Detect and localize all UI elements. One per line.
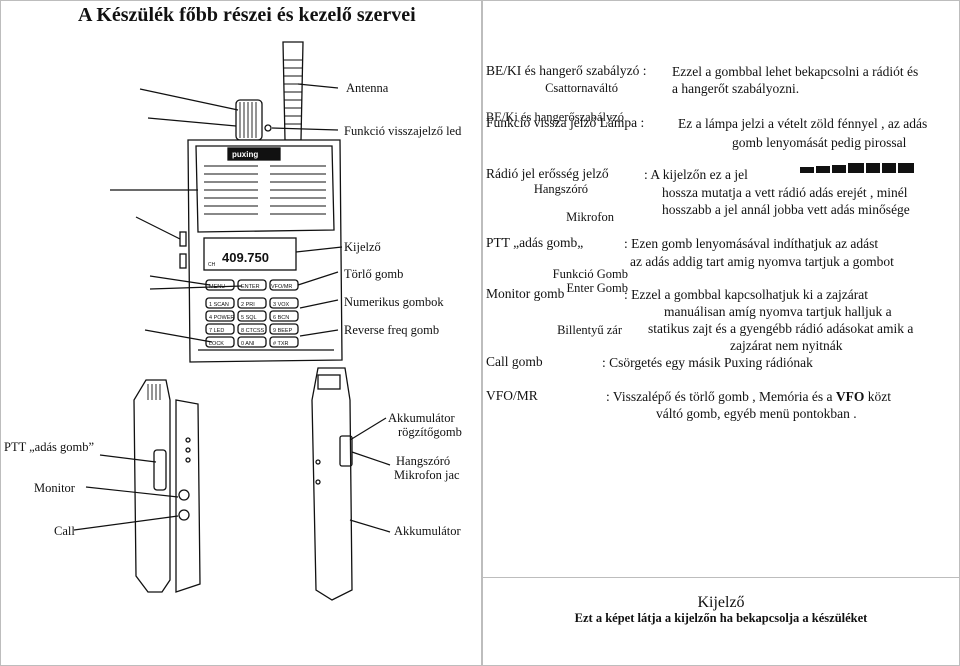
- desc-monitor-text-2: manuálisan amíg nyomva tartjuk halljuk a: [664, 304, 892, 319]
- label-function-led: Funkció visszajelző led: [344, 124, 462, 138]
- desc-vfo-bold: VFO: [835, 389, 865, 404]
- keypad-key-label: 3 VOX: [273, 302, 290, 308]
- keypad-key: [237, 336, 267, 348]
- desc-monitor-term: Monitor gomb: [486, 286, 565, 301]
- label-channel-selector: Csattornaváltó: [545, 81, 618, 95]
- keypad-key: [269, 336, 299, 348]
- keypad-key: [269, 323, 299, 335]
- key-vfo-label: VFO/MR: [271, 284, 292, 290]
- keypad-key-label: LOCK: [209, 341, 224, 347]
- desc-signal-text-2: hossza mutatja a vett rádió adás erejét …: [662, 185, 908, 200]
- label-jack-2: Mikrofon jac: [394, 468, 460, 482]
- desc-power-text-2: a hangerőt szabályozni.: [672, 81, 800, 96]
- keypad-key: [205, 310, 235, 322]
- brand-text: puxing: [232, 150, 258, 159]
- keypad-key-label: 0 ANI: [241, 341, 255, 347]
- desc-monitor-text-4: zajzárat nem nyitnák: [730, 338, 843, 353]
- footer-title: Kijelző: [697, 594, 745, 611]
- desc-power-term: BE/KI és hangerő szabályzó :: [486, 63, 647, 78]
- keypad-key: [205, 323, 235, 335]
- desc-vfo-text-1: : Visszalépő és törlő gomb , Memória és …: [606, 388, 891, 405]
- keypad-key-label: 7 LED: [209, 328, 224, 334]
- lcd-frequency: 409.750: [222, 250, 269, 265]
- keypad-key: [269, 310, 299, 322]
- desc-signal-text-1: : A kijelzőn ez a jel: [644, 167, 748, 182]
- radio-illustration: puxing 409.750 CH MENU ENTER VFO/MR 1 SC…: [73, 41, 391, 601]
- desc-vfo-text-2: váltó gomb, egyéb menü pontokban .: [656, 406, 857, 421]
- label-keylock: Billentyű zár: [557, 323, 622, 337]
- page-title: A Készülék főbb részei és kezelő szervei: [78, 4, 416, 26]
- keypad-key-label: 4 POWER: [209, 315, 234, 321]
- key-enter-label: ENTER: [241, 284, 260, 290]
- desc-ptt-text-2: az adás addig tart amig nyomva tartjuk a…: [630, 254, 894, 269]
- label-battery: Akkumulátor: [394, 524, 461, 538]
- desc-monitor-text-1: : Ezzel a gombbal kapcsolhatjuk ki a zaj…: [624, 287, 869, 302]
- label-power-volume: BE/Ki és hangerőszabályzó: [485, 110, 624, 124]
- keypad-key: [269, 297, 299, 309]
- label-antenna: Antenna: [346, 81, 389, 95]
- desc-ptt-term: PTT „adás gomb„: [486, 235, 584, 250]
- keypad-key-label: 5 SQL: [241, 315, 257, 321]
- label-speaker: Hangszóró: [533, 182, 588, 196]
- desc-call-term: Call gomb: [486, 354, 543, 369]
- label-function-button: Funkció Gomb: [552, 267, 628, 281]
- keypad-key: [237, 310, 267, 322]
- label-battery-lock-2: rögzítőgomb: [398, 425, 462, 439]
- label-numeric-buttons: Numerikus gombok: [344, 295, 444, 309]
- signal-strength-icon: [800, 163, 914, 173]
- desc-signal-text-3: hosszabb a jel annál jobba vett adás min…: [662, 202, 910, 217]
- keypad-key: [237, 323, 267, 335]
- label-call: Call: [54, 524, 75, 538]
- desc-lamp-text-2: gomb lenyomását pedig pirossal: [732, 135, 907, 150]
- keypad-key-label: 8 CTCSS: [241, 328, 265, 334]
- keypad-key-label: 1 SCAN: [209, 302, 229, 308]
- keypad-key: [237, 297, 267, 309]
- desc-vfo-term: VFO/MR: [486, 388, 538, 403]
- keypad-key-label: 6 BCN: [273, 315, 289, 321]
- keypad-key-label: 9 BEEP: [273, 328, 293, 334]
- keypad-key-label: # TXR: [273, 341, 289, 347]
- desc-signal-term: Rádió jel erősség jelző: [486, 166, 609, 181]
- label-reverse-freq: Reverse freq gomb: [344, 323, 440, 337]
- desc-ptt-text-1: : Ezen gomb lenyomásával indíthatjuk az …: [624, 236, 879, 251]
- keypad-key: [205, 336, 235, 348]
- desc-power-text-1: Ezzel a gombbal lehet bekapcsolni a rádi…: [672, 64, 919, 79]
- desc-call-text-1: : Csörgetés egy másik Puxing rádiónak: [602, 355, 813, 370]
- keypad-key: [205, 297, 235, 309]
- label-battery-lock-1: Akkumulátor: [388, 411, 455, 425]
- keypad-key-label: 2 PRI: [241, 302, 255, 308]
- label-monitor: Monitor: [34, 481, 75, 495]
- lcd-sub: CH: [208, 262, 216, 268]
- key-menu-label: MENU: [209, 284, 225, 290]
- label-microphone: Mikrofon: [566, 210, 614, 224]
- desc-lamp-term: Funkció vissza jelző Lámpa :: [486, 115, 645, 130]
- label-enter-button: Enter Gomb: [566, 281, 628, 295]
- footer-subtitle: Ezt a képet látja a kijelzőn ha bekapcso…: [574, 611, 868, 625]
- label-display: Kijelző: [344, 240, 381, 254]
- label-delete-button: Törlő gomb: [344, 267, 404, 281]
- desc-vfo-text-1b: közt: [867, 389, 892, 404]
- desc-lamp-text-1: Ez a lámpa jelzi a vételt zöld fénnyel ,…: [678, 116, 928, 131]
- label-ptt: PTT „adás gomb”: [4, 440, 95, 454]
- label-jack-1: Hangszóró: [396, 454, 451, 468]
- desc-monitor-text-3: statikus zajt és a gyengébb rádió adások…: [648, 321, 914, 336]
- desc-vfo-text-1a: : Visszalépő és törlő gomb , Memória és …: [606, 389, 833, 404]
